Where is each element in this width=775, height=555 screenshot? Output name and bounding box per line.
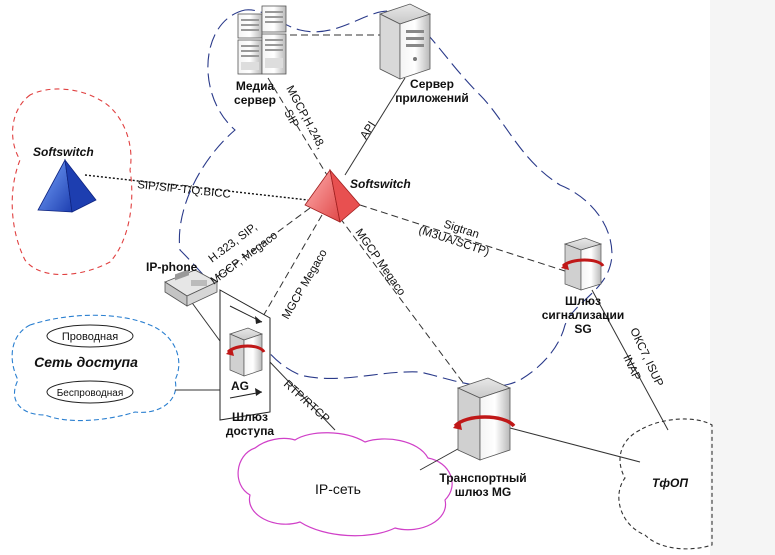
mg-mgcp-label: MGCP Megaco (353, 227, 408, 298)
inap-label: INAP (620, 353, 642, 383)
softswitch-main-icon (304, 168, 361, 223)
app-server-icon (378, 3, 432, 80)
access-network-cloud (11, 314, 180, 422)
wireless-pill: Беспроводная (46, 380, 134, 404)
softswitch-remote-label: Softswitch (33, 145, 94, 159)
link-softswitch-phone (209, 207, 311, 283)
link-sg-pstn (591, 289, 669, 431)
link-mg-pstn (509, 427, 641, 463)
ag-tag: AG (231, 379, 249, 393)
link-media-softswitch (267, 77, 331, 181)
page-margin (710, 0, 775, 555)
access-network-label: Сеть доступа (34, 354, 138, 370)
link-softswitch-ag (254, 214, 323, 331)
link-ag-ipnet (267, 359, 336, 431)
link-softswitch-sg (359, 204, 569, 273)
remote-cloud (11, 88, 133, 276)
ag-mgcp-label: MGCP Megaco (280, 248, 330, 322)
signaling-gateway-icon (561, 237, 605, 291)
link-mg-ipnet (419, 444, 466, 471)
ip-network-label: IP-сеть (315, 481, 361, 497)
softswitch-main-label: Softswitch (350, 177, 411, 191)
pstn-cloud (618, 418, 713, 550)
transport-gateway-icon (453, 377, 516, 461)
link-softswitch-remote (84, 174, 309, 201)
ip-network-cloud (237, 432, 453, 537)
ip-phone-label: IP-phone (146, 260, 198, 274)
sip-bicc-label: SIP/SIP-T/Q.BICC (137, 179, 232, 201)
ip-phone-icon (164, 269, 218, 307)
api-label: API (358, 120, 378, 142)
pstn-label: ТфОП (652, 476, 688, 490)
media-server-icon (237, 5, 287, 75)
wired-label: Проводная (62, 331, 118, 343)
wired-pill: Проводная (46, 324, 134, 348)
link-softswitch-mg (339, 217, 471, 393)
wireless-label: Беспроводная (57, 388, 124, 399)
link-app-softswitch (344, 77, 406, 176)
access-gateway-icon (219, 289, 271, 421)
rtp-label: RTP/RTCP (281, 378, 332, 425)
softswitch-remote-icon (37, 158, 97, 213)
